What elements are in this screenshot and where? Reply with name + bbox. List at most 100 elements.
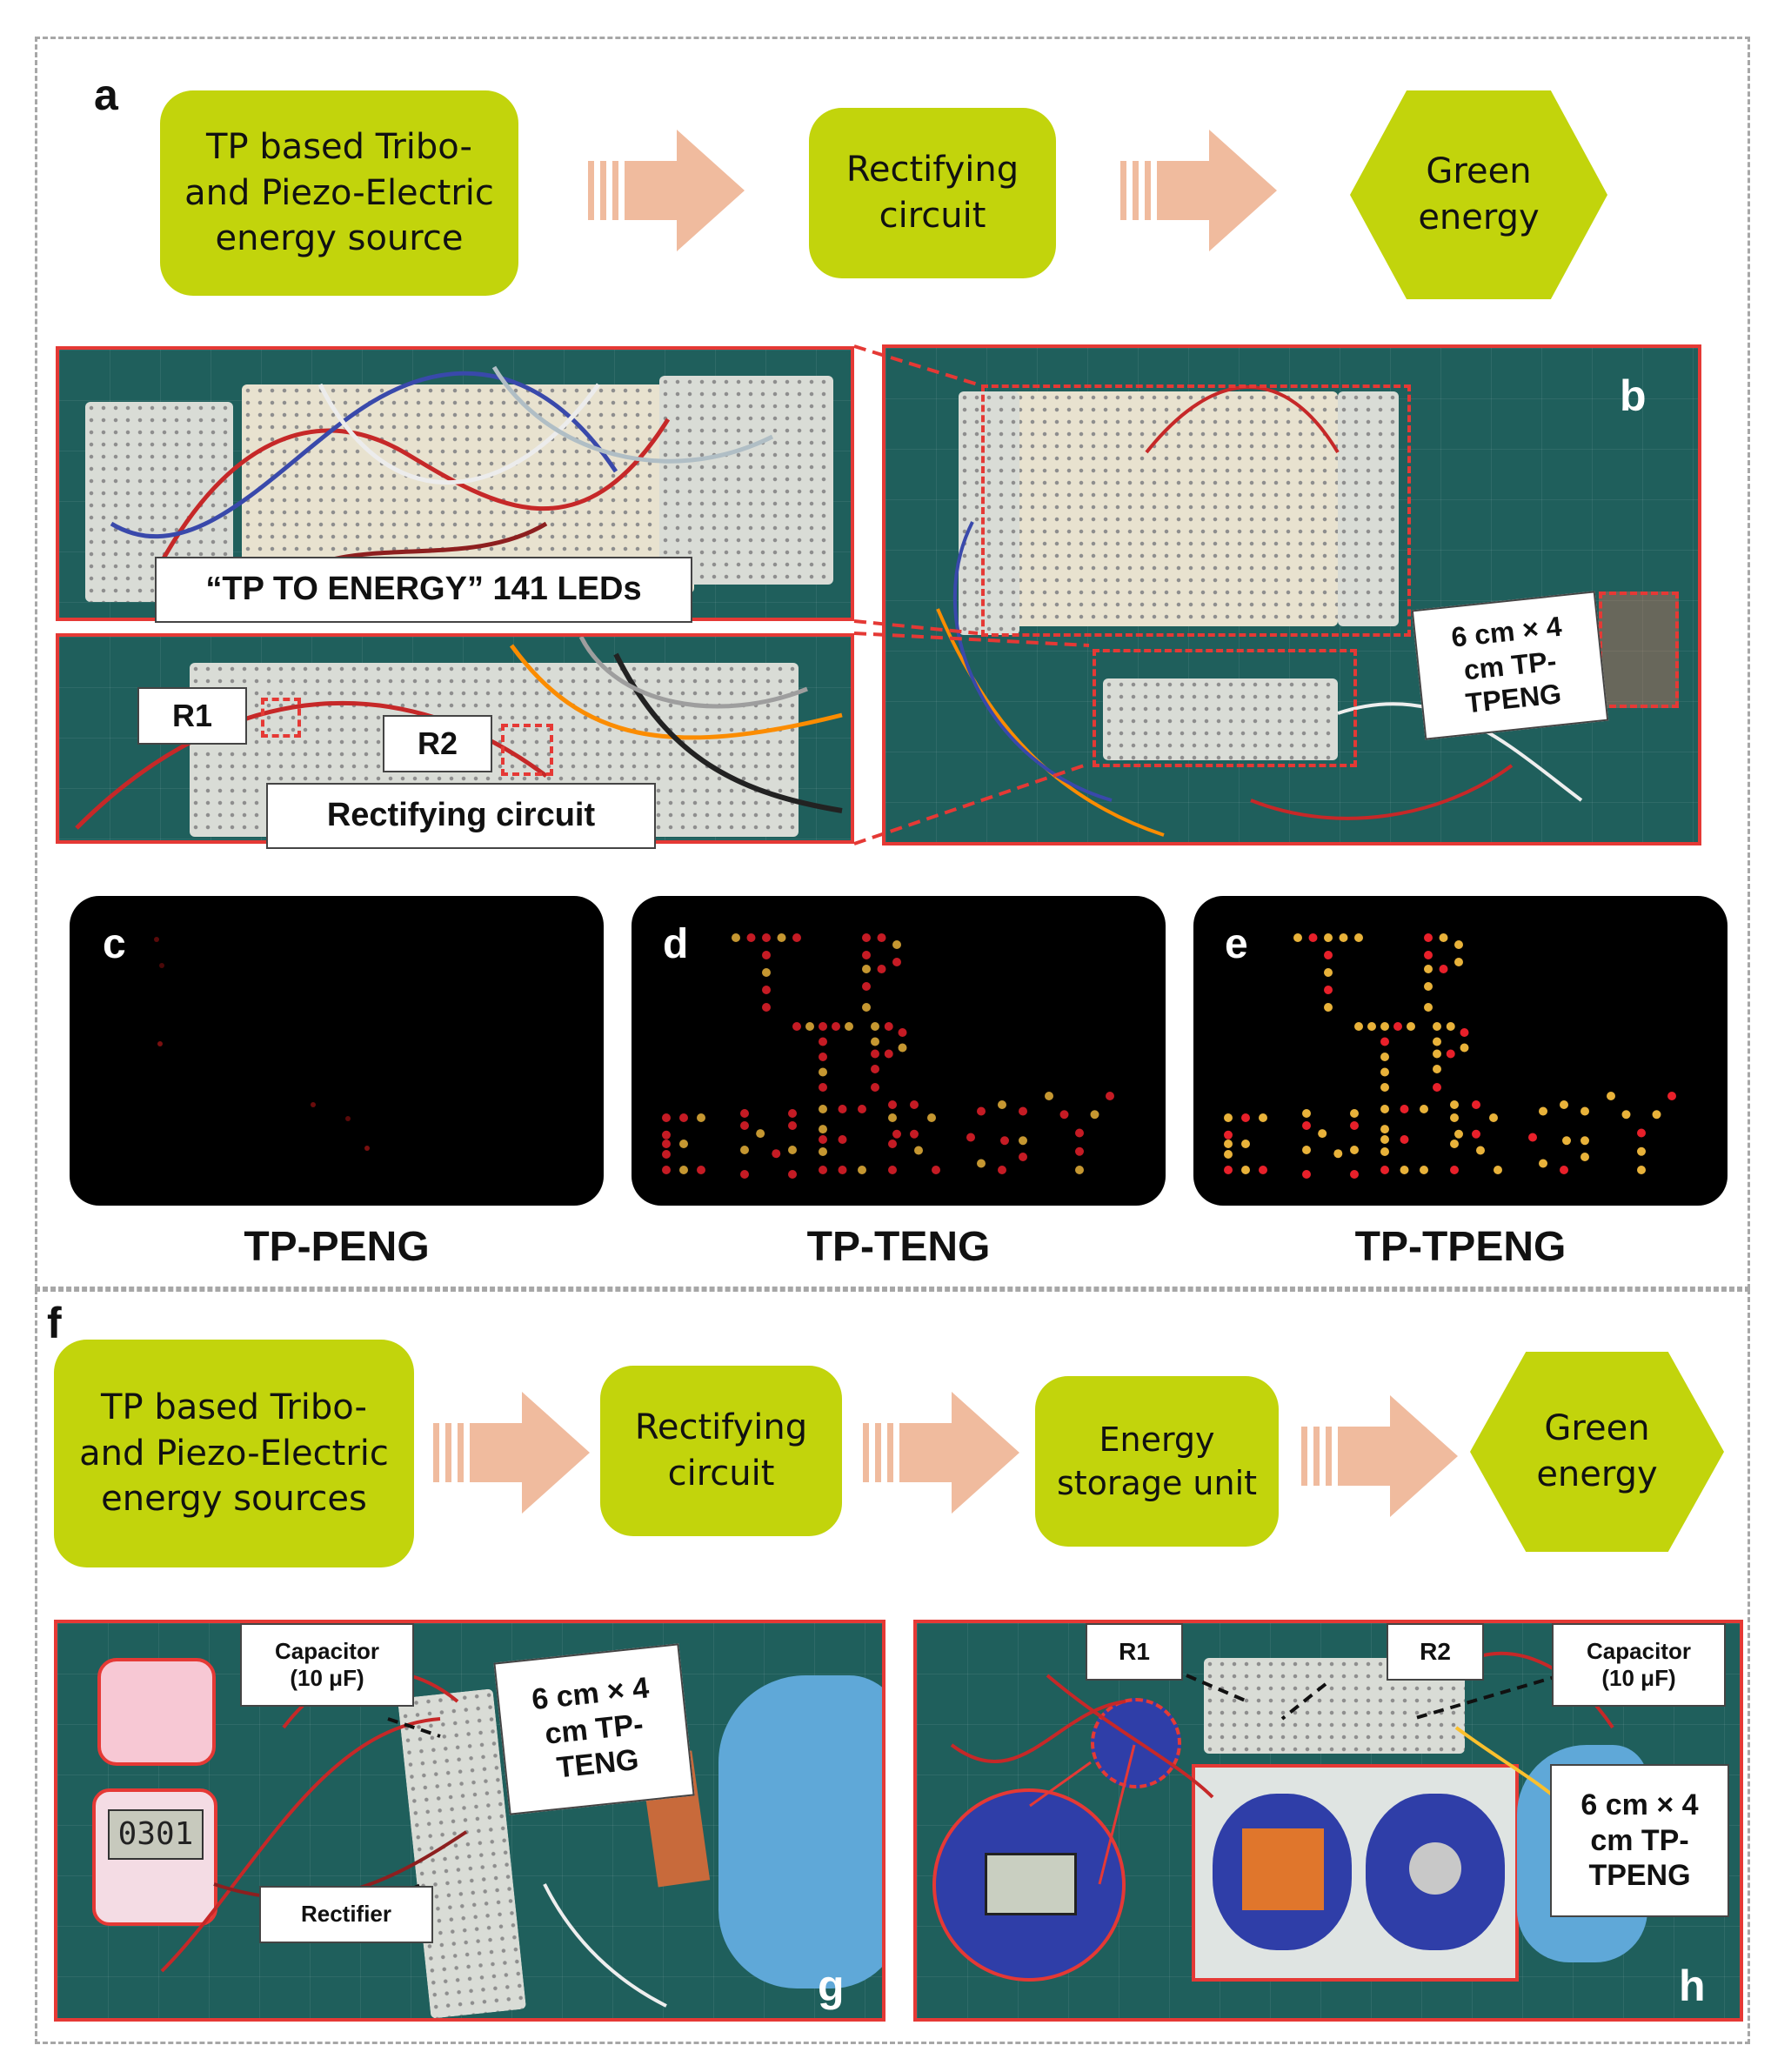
panel-label-h: h xyxy=(1679,1962,1706,2010)
led-dot xyxy=(1637,1128,1646,1138)
device-highlight xyxy=(1599,592,1679,708)
pink-timer-bottom: 0301 xyxy=(92,1788,217,1926)
led-dot xyxy=(977,1106,986,1116)
led-dot xyxy=(819,1037,827,1046)
led-dot xyxy=(1450,1140,1459,1148)
led-dot xyxy=(762,986,771,994)
led-dot xyxy=(777,933,786,942)
led-dot xyxy=(1472,1129,1480,1139)
led-dot xyxy=(1380,1147,1389,1156)
g-device-label: 6 cm × 4 cm TP- TENG xyxy=(493,1643,695,1815)
led-dot xyxy=(1241,1166,1250,1174)
led-dot xyxy=(1075,1128,1084,1138)
led-dot xyxy=(1302,1109,1311,1118)
led-dot xyxy=(1539,1159,1547,1168)
led-dot xyxy=(1454,1129,1463,1139)
led-dot xyxy=(1621,1110,1631,1120)
right-breadboard xyxy=(659,376,833,585)
led-dot xyxy=(697,1166,705,1174)
blue-glove xyxy=(718,1675,882,1988)
led-dot xyxy=(805,1022,814,1031)
upper-figure-frame xyxy=(35,37,1750,1289)
led-dot xyxy=(746,933,756,942)
led-dot xyxy=(1324,968,1333,977)
led-dot xyxy=(1224,1130,1233,1140)
led-dot xyxy=(1393,1022,1402,1031)
led-dot xyxy=(1489,1113,1498,1122)
h-r2-label: R2 xyxy=(1387,1623,1484,1681)
watch-large xyxy=(932,1788,1126,1982)
led-dot xyxy=(1318,1129,1327,1139)
flow2-storage-text: Energy storage unit xyxy=(1056,1420,1258,1502)
led-dot xyxy=(862,982,871,991)
led-dot xyxy=(1224,1150,1233,1159)
led-dot xyxy=(740,1146,749,1154)
panel-label-b: b xyxy=(1620,371,1647,420)
led-dot xyxy=(1259,1166,1267,1174)
led-dot xyxy=(1224,1113,1233,1122)
led-dot xyxy=(858,1105,866,1113)
led-dots-c xyxy=(154,937,370,1151)
led-dot xyxy=(871,1083,879,1092)
led-dot xyxy=(1424,951,1433,959)
led-dot xyxy=(862,965,871,973)
h-capacitor-label: Capacitor (10 μF) xyxy=(1552,1623,1726,1707)
led-dot xyxy=(1637,1146,1646,1156)
led-dot xyxy=(1424,933,1433,942)
led-dot xyxy=(1450,1100,1459,1109)
led-dot xyxy=(662,1140,671,1148)
overview-rectifier-board xyxy=(1103,678,1338,760)
led-dot xyxy=(1350,1109,1359,1118)
led-dot xyxy=(762,951,771,959)
led-dot xyxy=(762,933,771,942)
led-dot xyxy=(832,1022,840,1031)
caption-c: TP-PENG xyxy=(244,1224,430,1270)
flow2-storage-box: Energy storage unit xyxy=(1035,1376,1279,1547)
flow-rectifier-box: Rectifying circuit xyxy=(809,108,1056,278)
led-dot xyxy=(1324,1003,1333,1012)
led-dot xyxy=(1380,1053,1389,1061)
led-dot xyxy=(1580,1106,1589,1116)
led-dot xyxy=(819,1083,827,1092)
led-dot xyxy=(998,1166,1006,1174)
r1-label: R1 xyxy=(137,687,247,745)
flow2-arrow-1 xyxy=(433,1392,590,1514)
led-dot xyxy=(697,1113,705,1122)
led-dot xyxy=(679,1166,688,1174)
led-dot xyxy=(927,1113,936,1122)
led-dot xyxy=(819,1166,827,1174)
led-dot xyxy=(1354,933,1363,942)
g-wires xyxy=(160,1669,667,2008)
led-dot xyxy=(662,1166,671,1174)
led-dot xyxy=(884,1022,893,1031)
flow-source-box: TP based Tribo- and Piezo-Electric energ… xyxy=(160,90,518,296)
flow-output-text: Green energy xyxy=(1418,151,1540,237)
led-dot xyxy=(892,940,901,949)
flow-source-text: TP based Tribo- and Piezo-Electric energ… xyxy=(184,126,494,259)
led-dot xyxy=(1380,1037,1389,1046)
led-dot xyxy=(1560,1100,1568,1109)
rectifier-highlight xyxy=(1093,649,1357,767)
g-capacitor-label: Capacitor (10 μF) xyxy=(240,1623,414,1707)
led-dot xyxy=(1380,1083,1389,1092)
h-r1-label: R1 xyxy=(1086,1623,1183,1681)
led-dot xyxy=(1560,1166,1568,1174)
led-dot xyxy=(788,1146,797,1154)
led-dots-e xyxy=(1224,933,1676,1179)
panel-label-a: a xyxy=(94,70,118,119)
led-dot xyxy=(888,1100,897,1109)
led-dot xyxy=(1446,1022,1455,1031)
led-dot xyxy=(1019,1153,1027,1161)
led-dot xyxy=(819,1135,827,1144)
led-dot xyxy=(1652,1110,1661,1120)
led-dot xyxy=(1324,951,1333,959)
led-dot xyxy=(788,1170,797,1179)
r2-highlight xyxy=(501,724,553,776)
led-dot xyxy=(1302,1121,1311,1130)
caption-d: TP-TENG xyxy=(806,1224,991,1270)
led-dot xyxy=(838,1135,847,1144)
panel-label-f: f xyxy=(47,1299,62,1347)
overview-right-board xyxy=(1338,391,1399,626)
flow2-output-hex: Green energy xyxy=(1470,1352,1724,1552)
led-dot xyxy=(1407,1022,1415,1031)
